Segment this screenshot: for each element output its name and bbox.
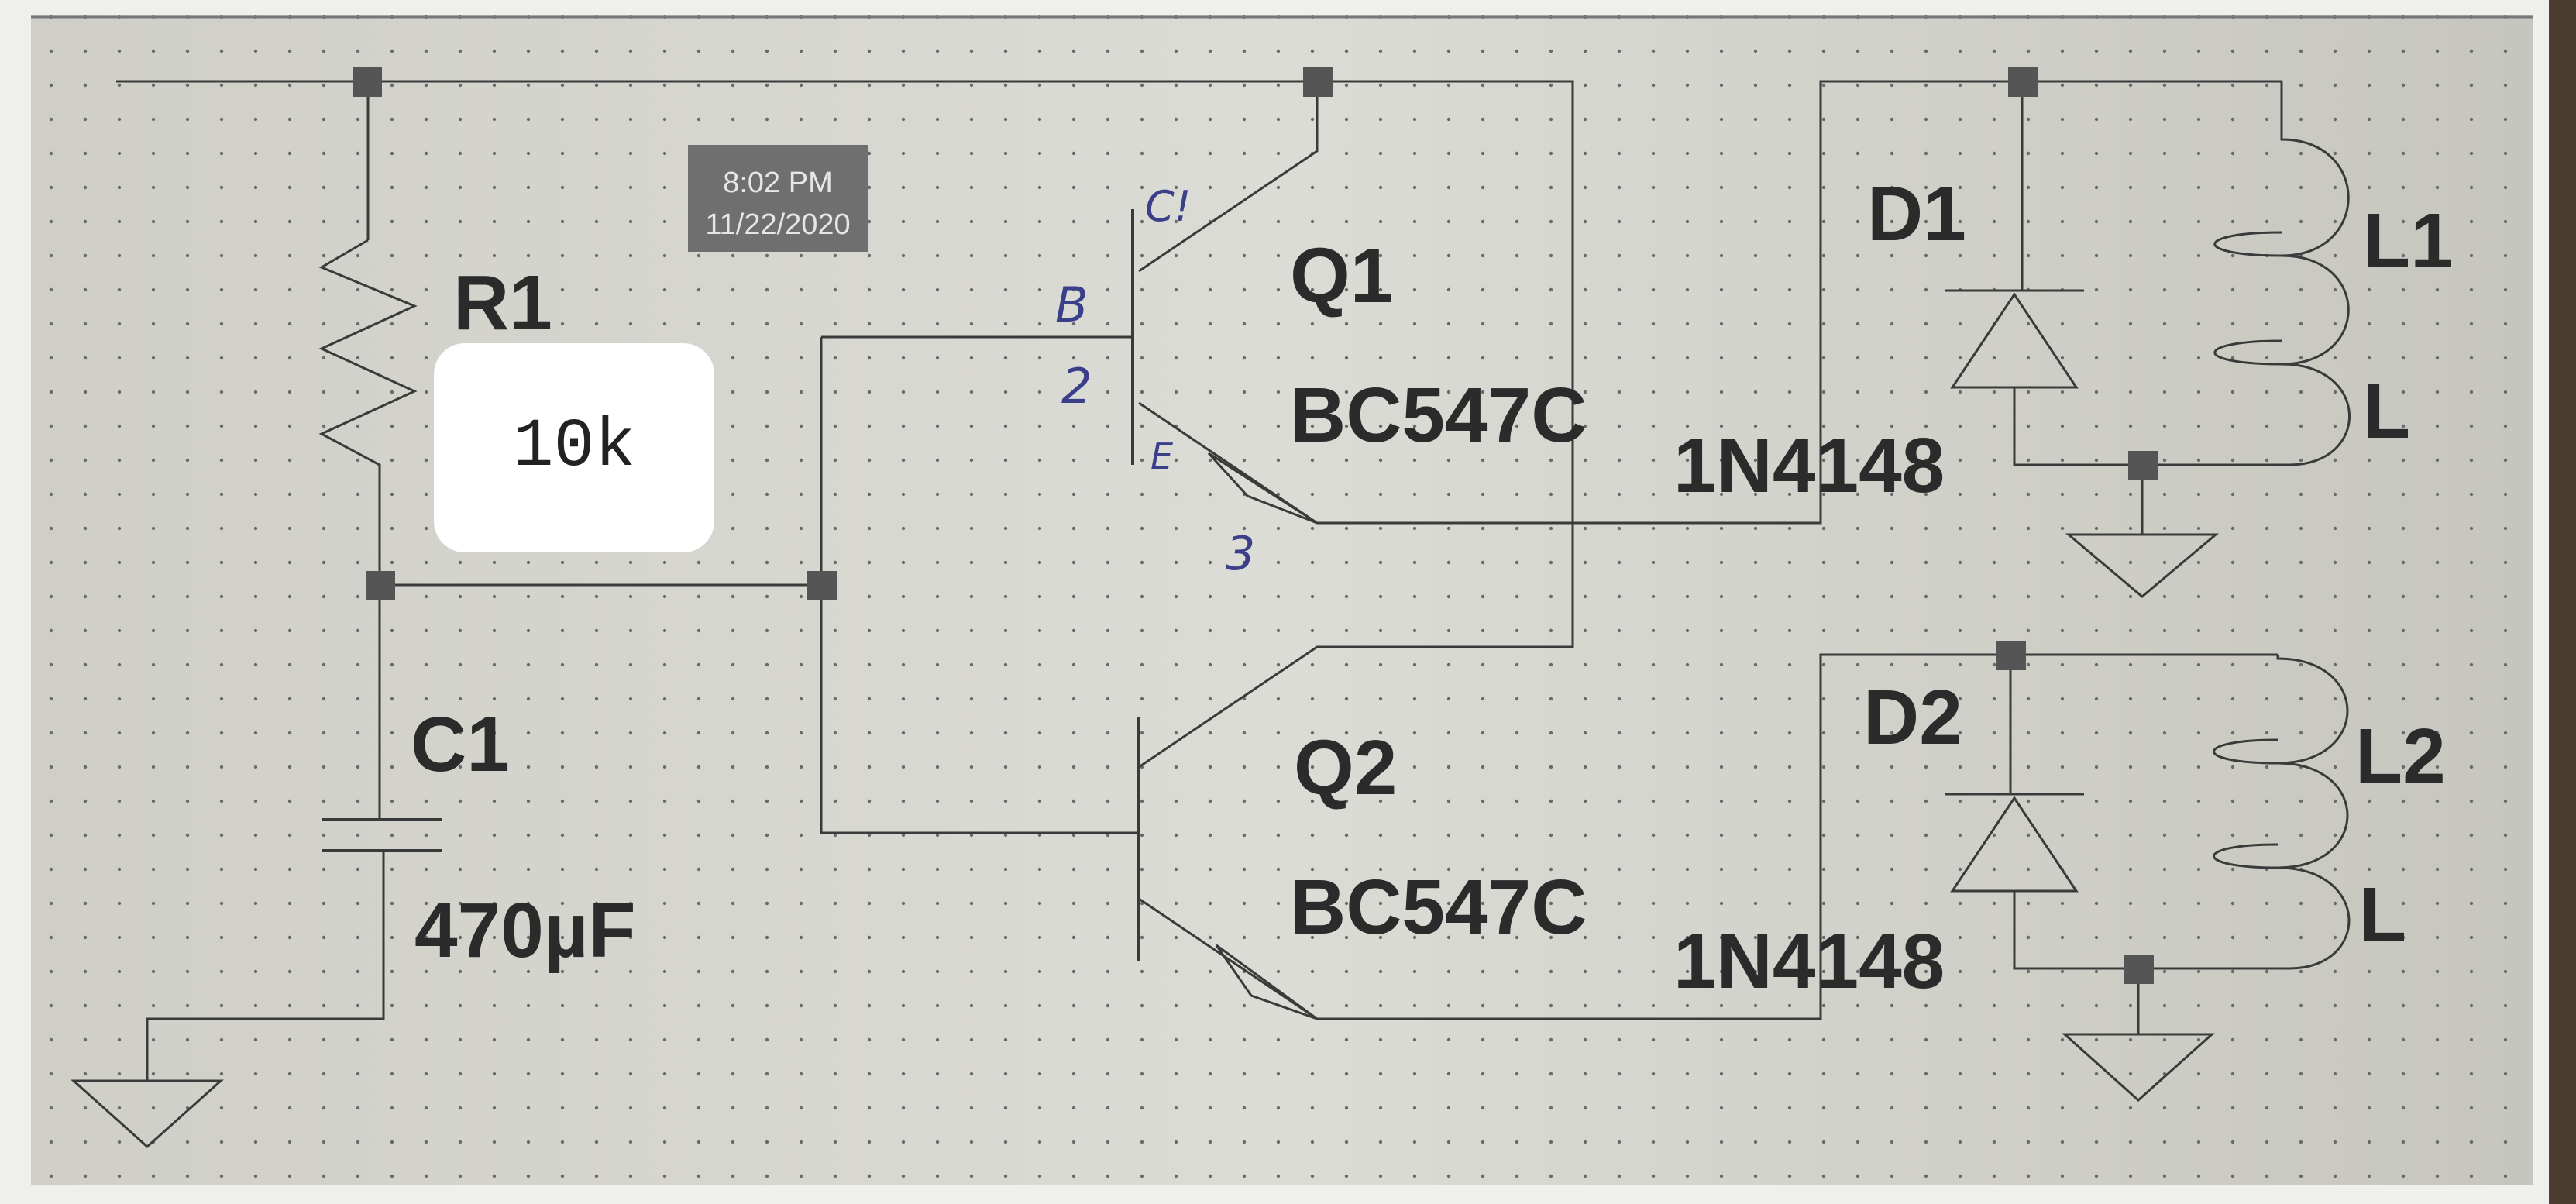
r1-label: R1 <box>453 260 552 346</box>
ground-d1 <box>2065 533 2220 598</box>
wires <box>116 80 2289 1081</box>
q1-emitter-wire <box>1138 80 2282 525</box>
component-labels: R1 C1 470µF Q1 BC547C Q2 BC547C D1 1N414… <box>411 170 2454 1005</box>
top-rail-wire <box>116 80 1574 769</box>
l1-value: L <box>2363 368 2410 455</box>
d1-value: 1N4148 <box>1673 422 1945 509</box>
d1-label: D1 <box>1867 170 1966 257</box>
transistor-q2-symbol <box>1137 717 1318 1020</box>
d2-anode-wire <box>2013 891 2289 970</box>
l2-label: L2 <box>2355 713 2446 800</box>
diode-d2-symbol <box>1945 793 2084 893</box>
timestamp-box: 8:02 PM 11/22/2020 <box>688 145 868 252</box>
handwritten-pin2-note: 2 <box>1061 358 1092 415</box>
annotation-text: 10k <box>513 409 635 486</box>
c1-value: 470µF <box>414 887 636 974</box>
junction-nodes <box>353 67 2158 984</box>
q2-label: Q2 <box>1294 724 1397 811</box>
q2-value: BC547C <box>1290 864 1587 951</box>
handwritten-pin3-note: 3 <box>1226 527 1255 581</box>
c1-lower-lead <box>146 851 385 1081</box>
d1-anode-wire <box>2013 387 2289 466</box>
ground-symbols <box>71 533 2220 1149</box>
d2-label: D2 <box>1863 674 1962 761</box>
transistor-q1-symbol <box>1131 209 1318 525</box>
handwritten-collector-note: C! <box>1145 182 1191 231</box>
ground-c1 <box>71 1079 224 1149</box>
l2-value: L <box>2359 872 2406 958</box>
q1-label: Q1 <box>1290 232 1393 319</box>
d2-value: 1N4148 <box>1673 918 1945 1005</box>
annotation-box: 10k <box>434 343 714 552</box>
q2-emitter-wire <box>1138 653 2278 1020</box>
timestamp-time: 8:02 PM <box>723 167 833 199</box>
capacitor-c1-symbol <box>322 818 442 852</box>
l1-label: L1 <box>2363 198 2454 284</box>
ground-d2 <box>2062 1033 2215 1103</box>
inductor-l2-symbol <box>2213 655 2351 970</box>
base-bus-wire <box>820 337 1139 834</box>
inductor-l1-symbol <box>2213 81 2351 466</box>
q1-collector-wire <box>1138 81 1319 273</box>
q1-value: BC547C <box>1290 372 1587 459</box>
r1-resistor-zigzag <box>318 239 418 585</box>
c1-label: C1 <box>411 701 510 788</box>
diode-d1-symbol <box>1945 289 2084 389</box>
timestamp-date: 11/22/2020 <box>705 208 850 241</box>
handwritten-notes: C! B 2 E 3 <box>1055 182 1255 581</box>
handwritten-base-note: B <box>1055 277 1089 333</box>
handwritten-emitter-note: E <box>1150 435 1173 477</box>
